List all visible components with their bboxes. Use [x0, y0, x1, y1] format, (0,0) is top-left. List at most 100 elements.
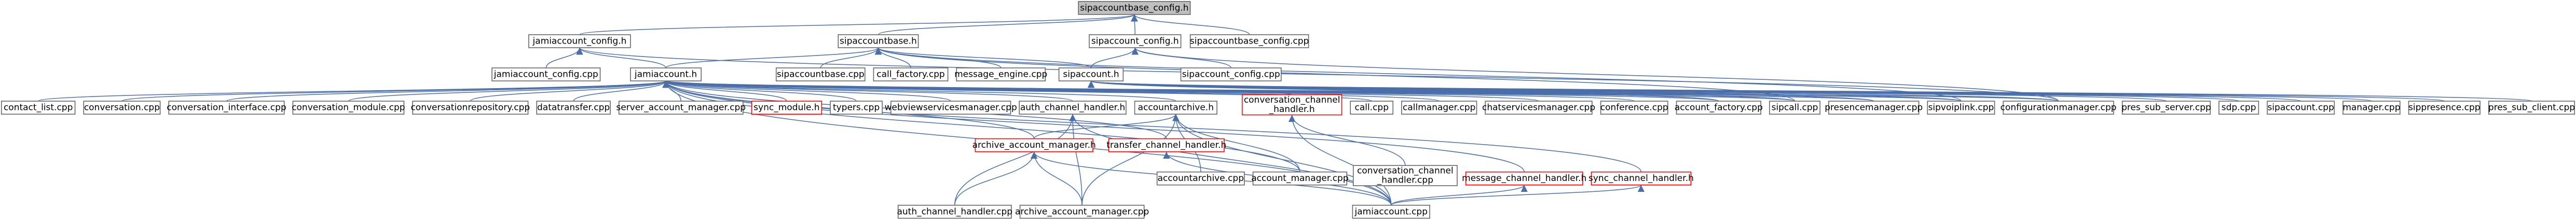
- node-conversation-channel-handler-h[interactable]: conversation_channel_handler.h: [1241, 94, 1342, 116]
- node-sipaccountbase-config-cpp[interactable]: sipaccountbase_config.cpp: [1189, 34, 1309, 48]
- node-label-archive-account-manager-cpp: archive_account_manager.cpp: [1015, 206, 1149, 217]
- node-label-sipvoiplink-cpp: sipvoiplink.cpp: [1928, 103, 1994, 113]
- node-sdp-cpp[interactable]: sdp.cpp: [2218, 101, 2259, 115]
- node-box-conversation-channel-handler-h: [1241, 94, 1342, 116]
- node-box-transfer-channel-handler-h: [1108, 138, 1225, 152]
- node-label-pres-sub-server-cpp: pres_sub_server.cpp: [2121, 103, 2211, 113]
- node-conversationrepository-cpp[interactable]: conversationrepository.cpp: [410, 101, 530, 115]
- node-pres-sub-client-cpp[interactable]: pres_sub_client.cpp: [2488, 101, 2575, 115]
- edge-jamiaccount-h-to-sync-channel-handler-h: [662, 81, 1642, 172]
- node-auth-channel-handler-cpp[interactable]: auth_channel_handler.cpp: [897, 204, 1012, 219]
- node-label-datatransfer-cpp: datatransfer.cpp: [537, 103, 610, 113]
- node-account-manager-cpp[interactable]: account_manager.cpp: [1251, 171, 1349, 186]
- edge-jamiaccount-config-h-to-jamiaccount-config-cpp: [545, 47, 583, 68]
- node-server-account-manager-cpp[interactable]: server_account_manager.cpp: [616, 101, 746, 115]
- node-box-conversation-interface-cpp: [168, 101, 285, 115]
- node-conference-cpp[interactable]: conference.cpp: [1600, 101, 1668, 115]
- node-pres-sub-server-cpp[interactable]: pres_sub_server.cpp: [2121, 101, 2211, 115]
- edge-sipaccount-config-h-to-configurationmanager-cpp: [1132, 47, 2059, 102]
- node-label-sipaccountbase-config-cpp: sipaccountbase_config.cpp: [1190, 36, 1309, 46]
- node-webviewservicesmanager-cpp[interactable]: webviewservicesmanager.cpp: [885, 101, 1017, 115]
- edge-jamiaccount-h-to-typers-cpp: [662, 80, 857, 102]
- node-sipcall-cpp[interactable]: sipcall.cpp: [1769, 101, 1820, 115]
- node-label-sipaccount-config-cpp: sipaccount_config.cpp: [1182, 69, 1280, 80]
- edge-sipaccountbase-config-h-to-sipaccount-config-h: [1131, 14, 1138, 35]
- node-label-conversation-channel-handler-cpp: _handler.cpp: [1377, 175, 1433, 186]
- edge-auth-channel-handler-h-to-archive-account-manager-cpp: [1069, 114, 1083, 205]
- node-label-configurationmanager-cpp: configurationmanager.cpp: [2000, 103, 2117, 113]
- node-box-message-engine-cpp: [956, 67, 1046, 81]
- node-chatservicesmanager-cpp[interactable]: chatservicesmanager.cpp: [1482, 101, 1595, 115]
- node-transfer-channel-handler-h[interactable]: transfer_channel_handler.h: [1106, 138, 1226, 152]
- node-conversation-module-cpp[interactable]: conversation_module.cpp: [292, 101, 405, 115]
- node-archive-account-manager-h[interactable]: archive_account_manager.h: [972, 138, 1096, 152]
- node-label-sipaccountbase-config-h: sipaccountbase_config.h: [1080, 3, 1188, 13]
- node-label-account-factory-cpp: account_factory.cpp: [1675, 103, 1763, 113]
- edge-jamiaccount-h-to-datatransfer-cpp: [573, 80, 669, 102]
- node-conversation-interface-cpp[interactable]: conversation_interface.cpp: [167, 101, 286, 115]
- edge-jamiaccount-h-to-conversation-cpp: [121, 80, 669, 102]
- node-jamiaccount-config-cpp[interactable]: jamiaccount_config.cpp: [491, 67, 601, 81]
- node-label-jamiaccount-config-cpp: jamiaccount_config.cpp: [494, 69, 598, 80]
- edge-sipaccountbase-h-to-sipaccount-h: [874, 47, 1092, 68]
- node-sipaccount-config-h[interactable]: sipaccount_config.h: [1089, 34, 1182, 48]
- edge-jamiaccount-h-to-sync-module-h: [662, 80, 787, 102]
- node-label-auth-channel-handler-cpp: auth_channel_handler.cpp: [897, 206, 1012, 217]
- node-label-conversationrepository-cpp: conversationrepository.cpp: [410, 103, 530, 113]
- node-accountarchive-h[interactable]: accountarchive.h: [1134, 101, 1217, 115]
- node-label-account-manager-cpp: account_manager.cpp: [1251, 173, 1348, 184]
- node-sipaccountbase-cpp[interactable]: sipaccountbase.cpp: [775, 67, 866, 81]
- node-label-jamiaccount-config-h: jamiaccount_config.h: [532, 36, 627, 46]
- node-sipaccount-h[interactable]: sipaccount.h: [1058, 67, 1124, 81]
- node-accountarchive-cpp[interactable]: accountarchive.cpp: [1156, 171, 1245, 186]
- node-jamiaccount-config-h[interactable]: jamiaccount_config.h: [528, 34, 631, 48]
- edge-sipaccountbase-config-h-to-sipaccountbase-h: [878, 14, 1138, 35]
- node-call-cpp[interactable]: call.cpp: [1350, 101, 1394, 115]
- node-sipaccount-config-cpp[interactable]: sipaccount_config.cpp: [1180, 67, 1282, 81]
- edge-sipaccountbase-h-to-jamiaccount-h: [665, 47, 882, 68]
- node-account-factory-cpp[interactable]: account_factory.cpp: [1675, 101, 1763, 115]
- node-box-jamiaccount-config-cpp: [491, 67, 601, 81]
- node-box-pres-sub-client-cpp: [2488, 101, 2575, 115]
- edge-sipaccountbase-config-h-to-sipaccountbase-config-cpp: [1131, 14, 1250, 35]
- node-label-chatservicesmanager-cpp: chatservicesmanager.cpp: [1482, 103, 1595, 113]
- node-typers-cpp[interactable]: typers.cpp: [830, 101, 883, 115]
- node-box-datatransfer-cpp: [536, 101, 611, 115]
- node-box-accountarchive-cpp: [1156, 171, 1245, 186]
- node-label-conversation-cpp: conversation.cpp: [84, 103, 160, 113]
- node-manager-cpp[interactable]: manager.cpp: [2342, 101, 2401, 115]
- edge-sipaccountbase-h-to-sipvoiplink-cpp: [875, 47, 1962, 102]
- node-box-pres-sub-server-cpp: [2121, 101, 2211, 115]
- node-configurationmanager-cpp[interactable]: configurationmanager.cpp: [2000, 101, 2117, 115]
- node-jamiaccount-h[interactable]: jamiaccount.h: [630, 67, 702, 81]
- edge-sync-channel-handler-h-to-jamiaccount-cpp: [1391, 185, 1645, 206]
- node-datatransfer-cpp[interactable]: datatransfer.cpp: [536, 101, 611, 115]
- nodes-layer: sipaccountbase_config.h jamiaccount_confi…: [1, 1, 2575, 219]
- node-call-factory-cpp[interactable]: call_factory.cpp: [873, 67, 949, 81]
- node-auth-channel-handler-h[interactable]: auth_channel_handler.h: [1019, 101, 1127, 115]
- node-contact-list-cpp[interactable]: contact_list.cpp: [1, 101, 76, 115]
- edge-jamiaccount-h-to-message-channel-handler-h: [662, 81, 1525, 172]
- node-box-sipaccount-config-h: [1089, 34, 1182, 48]
- edge-sipaccount-config-h-to-sipaccount-config-cpp: [1131, 47, 1231, 68]
- node-box-sipaccountbase-config-h: [1078, 1, 1191, 15]
- node-jamiaccount-cpp[interactable]: jamiaccount.cpp: [1352, 204, 1430, 219]
- node-sipvoiplink-cpp[interactable]: sipvoiplink.cpp: [1927, 101, 1995, 115]
- node-sippresence-cpp[interactable]: sippresence.cpp: [2408, 101, 2481, 115]
- node-presencemanager-cpp[interactable]: presencemanager.cpp: [1825, 101, 1923, 115]
- node-sipaccountbase-h[interactable]: sipaccountbase.h: [838, 34, 919, 48]
- node-callmanager-cpp[interactable]: callmanager.cpp: [1401, 101, 1477, 115]
- node-message-channel-handler-h[interactable]: message_channel_handler.h: [1462, 171, 1586, 186]
- node-label-sipcall-cpp: sipcall.cpp: [1772, 103, 1818, 113]
- node-sipaccountbase-config-h[interactable]: sipaccountbase_config.h: [1078, 1, 1191, 15]
- node-sync-channel-handler-h[interactable]: sync_channel_handler.h: [1588, 171, 1694, 186]
- node-archive-account-manager-cpp[interactable]: archive_account_manager.cpp: [1015, 204, 1149, 219]
- node-message-engine-cpp[interactable]: message_engine.cpp: [954, 67, 1047, 81]
- node-sipaccount-cpp[interactable]: sipaccount.cpp: [2267, 101, 2335, 115]
- node-sync-module-h[interactable]: sync_module.h: [751, 101, 823, 115]
- node-conversation-cpp[interactable]: conversation.cpp: [83, 101, 161, 115]
- node-conversation-channel-handler-cpp[interactable]: conversation_channel_handler.cpp: [1353, 165, 1458, 186]
- edge-jamiaccount-h-to-conversation-module-cpp: [348, 80, 669, 102]
- node-label-conversation-channel-handler-h: conversation_channel: [1244, 95, 1340, 105]
